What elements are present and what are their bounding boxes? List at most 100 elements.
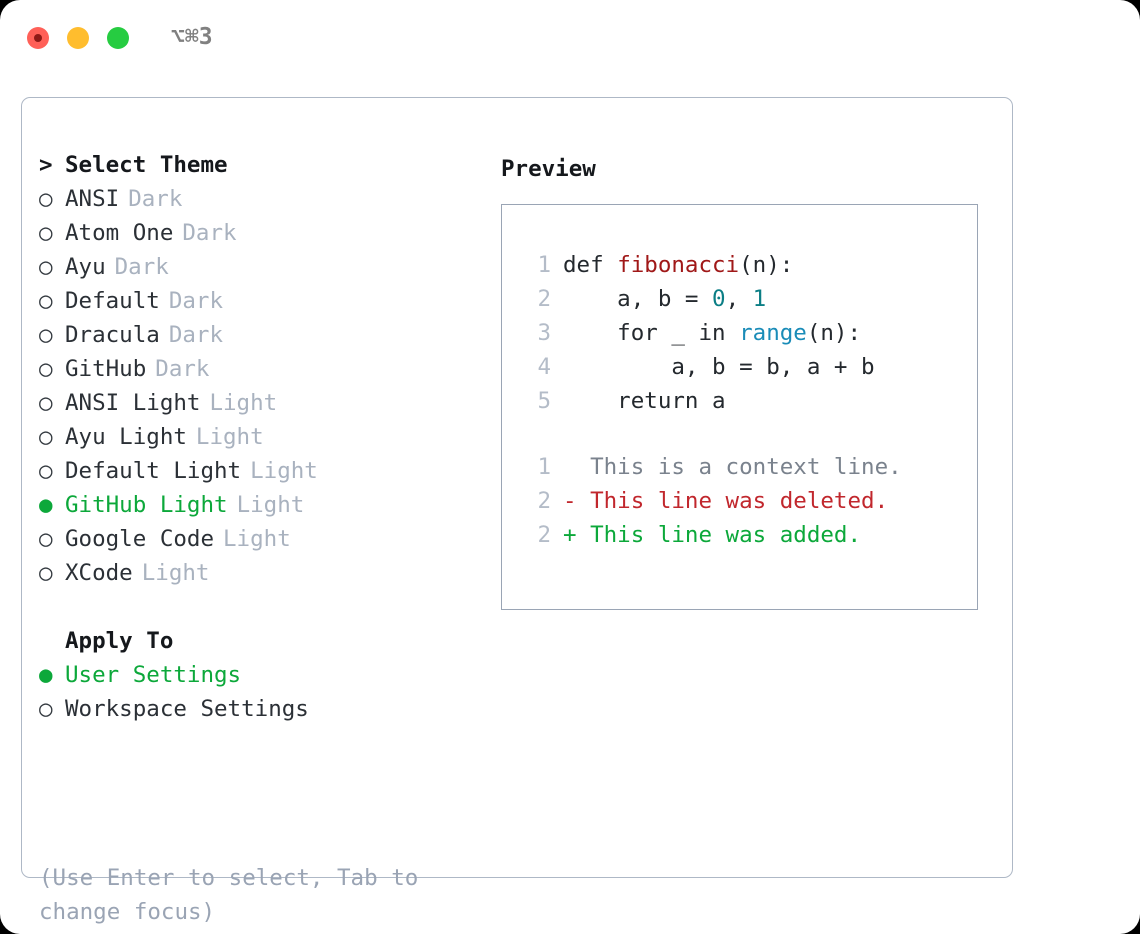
theme-option-label: GitHub — [65, 356, 147, 382]
diff-line-added: 2 + This line was added. — [521, 522, 971, 556]
code-line: 1 def fibonacci(n): — [521, 252, 971, 286]
maximize-button[interactable] — [107, 27, 129, 49]
theme-option-ansi[interactable]: ○ ANSI Dark — [39, 186, 479, 220]
theme-option-label: Ayu Light — [65, 424, 187, 450]
line-number: 2 — [537, 488, 551, 514]
code-token-plain: for _ in — [563, 320, 740, 346]
theme-option-default[interactable]: ○ Default Dark — [39, 288, 479, 322]
preview-title: Preview — [501, 156, 596, 182]
theme-option-label: XCode — [65, 560, 133, 586]
radio-selected-icon[interactable]: ● — [39, 662, 53, 688]
theme-option-variant: Light — [209, 390, 278, 416]
code-line: 3 for _ in range(n): — [521, 320, 971, 354]
theme-option-ansi-light[interactable]: ○ ANSI Light Light — [39, 390, 479, 424]
code-text: a, b = 0, 1 — [563, 286, 766, 312]
radio-unselected-icon[interactable]: ○ — [39, 322, 53, 348]
radio-unselected-icon[interactable]: ○ — [39, 220, 53, 246]
minimize-button[interactable] — [67, 27, 89, 49]
radio-unselected-icon[interactable]: ○ — [39, 424, 53, 450]
code-token-number: 1 — [752, 286, 767, 312]
code-text: for _ in range(n): — [563, 320, 861, 346]
code-line: 5 return a — [521, 388, 971, 422]
radio-unselected-icon[interactable]: ○ — [39, 526, 53, 552]
section-spacer — [39, 594, 479, 628]
theme-option-ayu[interactable]: ○ Ayu Dark — [39, 254, 479, 288]
diff-prefix: + — [563, 522, 591, 548]
close-button[interactable] — [27, 27, 49, 49]
radio-unselected-icon[interactable]: ○ — [39, 186, 53, 212]
radio-unselected-icon[interactable]: ○ — [39, 254, 53, 280]
theme-option-variant: Light — [195, 424, 264, 450]
select-theme-header: > Select Theme — [39, 152, 479, 186]
diff-text: This is a context line. — [590, 454, 902, 480]
theme-option-dracula[interactable]: ○ Dracula Dark — [39, 322, 479, 356]
apply-to-header: Apply To — [39, 628, 479, 662]
radio-unselected-icon[interactable]: ○ — [39, 560, 53, 586]
code-preview-content: 1 def fibonacci(n): 2 a, b = 0, 1 3 for … — [521, 252, 971, 556]
theme-option-variant: Light — [141, 560, 210, 586]
theme-option-label: Default Light — [65, 458, 242, 484]
apply-to-option-label: Workspace Settings — [65, 696, 309, 722]
code-token-builtin: range — [739, 320, 807, 346]
code-token-plain: (n): — [806, 320, 862, 346]
theme-option-variant: Dark — [168, 288, 224, 314]
theme-option-label: Atom One — [65, 220, 174, 246]
radio-unselected-icon[interactable]: ○ — [39, 458, 53, 484]
theme-option-variant: Light — [250, 458, 318, 484]
code-token-function: fibonacci — [617, 252, 740, 278]
theme-option-label: Ayu — [65, 254, 106, 280]
radio-selected-icon[interactable]: ● — [39, 492, 53, 518]
theme-option-variant: Dark — [168, 322, 224, 348]
theme-option-label: Default — [65, 288, 160, 314]
theme-option-variant: Dark — [114, 254, 169, 280]
code-token-plain: a, b = — [563, 286, 713, 312]
theme-option-default-light[interactable]: ○ Default Light Light — [39, 458, 479, 492]
code-token-plain: return a — [563, 388, 726, 414]
apply-to-option-user-settings[interactable]: ● User Settings — [39, 662, 479, 696]
apply-to-option-label: User Settings — [65, 662, 242, 688]
line-number: 5 — [537, 388, 551, 414]
preview-column: Preview 1 def fibonacci(n): 2 a, b = 0, … — [501, 152, 991, 610]
code-token-plain: , — [725, 286, 753, 312]
radio-unselected-icon[interactable]: ○ — [39, 696, 53, 722]
code-text: def fibonacci(n): — [563, 252, 793, 278]
theme-option-variant: Light — [236, 492, 305, 518]
theme-option-atom-one[interactable]: ○ Atom One Dark — [39, 220, 479, 254]
code-token-number: 0 — [712, 286, 726, 312]
diff-section-spacer — [521, 422, 971, 454]
diff-prefix — [563, 454, 590, 480]
theme-option-github-light[interactable]: ● GitHub Light Light — [39, 492, 479, 526]
line-number: 2 — [537, 286, 551, 312]
code-line: 4 a, b = b, a + b — [521, 354, 971, 388]
diff-text: This line was added. — [590, 522, 862, 548]
radio-unselected-icon[interactable]: ○ — [39, 356, 53, 382]
theme-option-label: Dracula — [65, 322, 160, 348]
line-number: 3 — [537, 320, 551, 346]
line-number: 2 — [537, 522, 551, 548]
diff-line-context: 1 This is a context line. — [521, 454, 971, 488]
theme-option-github[interactable]: ○ GitHub Dark — [39, 356, 479, 390]
line-number: 4 — [537, 354, 551, 380]
theme-option-label: GitHub Light — [65, 492, 228, 518]
line-number: 1 — [537, 252, 551, 278]
code-text: return a — [563, 388, 726, 414]
code-token-keyword: def — [563, 252, 618, 278]
theme-option-ayu-light[interactable]: ○ Ayu Light Light — [39, 424, 479, 458]
main-panel: > Select Theme ○ ANSI Dark ○ Atom One Da… — [21, 97, 1013, 925]
radio-unselected-icon[interactable]: ○ — [39, 288, 53, 314]
select-theme-title: Select Theme — [65, 152, 228, 178]
apply-to-option-workspace-settings[interactable]: ○ Workspace Settings — [39, 696, 479, 730]
line-number: 1 — [537, 454, 551, 480]
theme-option-variant: Dark — [182, 220, 237, 246]
theme-option-label: ANSI Light — [65, 390, 201, 416]
theme-option-label: Google Code — [65, 526, 215, 552]
keyboard-hint-text: (Use Enter to select, Tab to change focu… — [39, 865, 419, 925]
diff-line-deleted: 2 - This line was deleted. — [521, 488, 971, 522]
radio-unselected-icon[interactable]: ○ — [39, 390, 53, 416]
diff-text: This line was deleted. — [590, 488, 889, 514]
code-line: 2 a, b = 0, 1 — [521, 286, 971, 320]
theme-option-google-code[interactable]: ○ Google Code Light — [39, 526, 479, 560]
title-bar: ⌥⌘3 — [0, 0, 1140, 78]
theme-option-xcode[interactable]: ○ XCode Light — [39, 560, 479, 594]
